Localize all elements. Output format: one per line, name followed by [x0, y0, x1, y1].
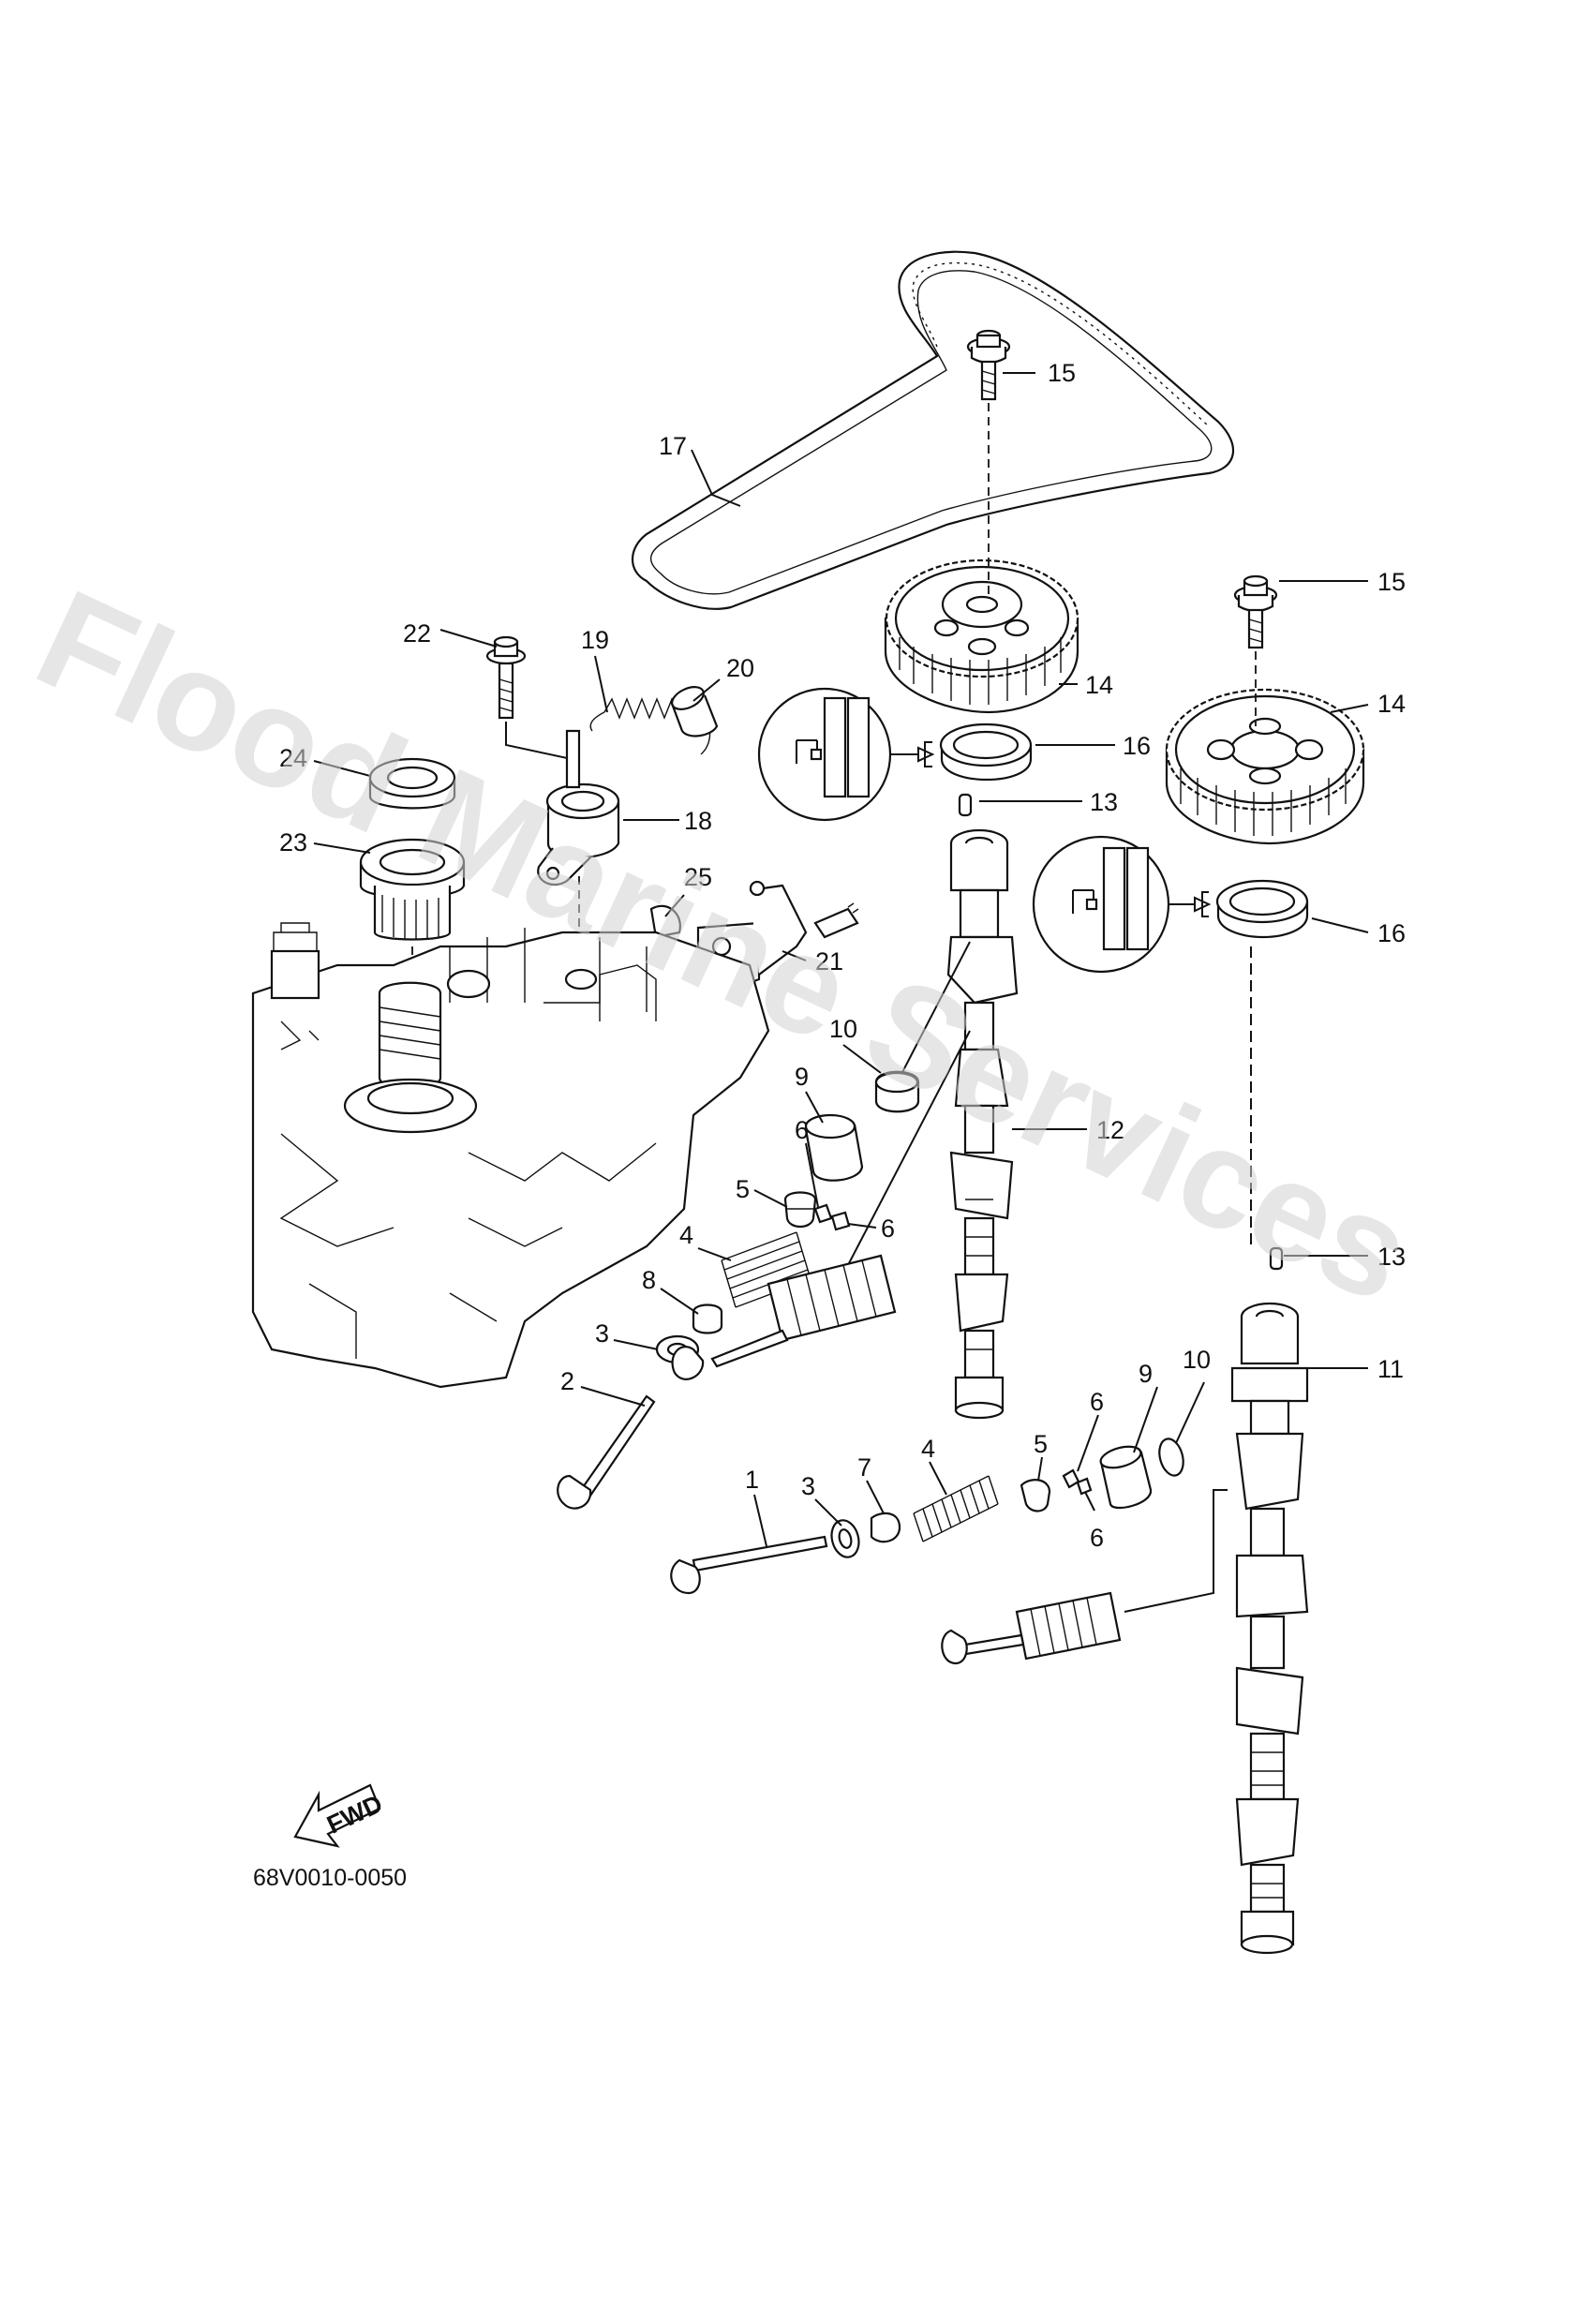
callout-10-left: 10 — [829, 1015, 857, 1043]
callout-numbers: 17 15 15 14 14 16 16 13 13 12 11 22 19 2… — [279, 359, 1406, 1552]
valve-lifter-9-right — [1099, 1445, 1153, 1509]
callout-3-right: 3 — [801, 1472, 815, 1500]
callout-18: 18 — [684, 807, 712, 835]
callout-leaders — [313, 372, 1369, 1547]
callout-10-right: 10 — [1183, 1346, 1211, 1374]
oil-seal-16-upper — [939, 723, 1033, 782]
callout-7: 7 — [857, 1453, 871, 1482]
oil-seal-16-lower — [1215, 879, 1309, 939]
callout-4-right: 4 — [921, 1435, 935, 1463]
valve-lifter-9-left — [804, 1113, 864, 1182]
watermark: Flood Marine Services — [15, 559, 1434, 1333]
callout-24: 24 — [279, 744, 307, 772]
callout-14-upper: 14 — [1085, 671, 1113, 699]
callout-23: 23 — [279, 828, 307, 857]
dowel-pin-13-upper — [958, 793, 973, 817]
callout-8: 8 — [642, 1266, 656, 1294]
callout-1: 1 — [745, 1466, 759, 1494]
woodruff-key-25 — [649, 904, 681, 939]
callout-2: 2 — [560, 1367, 574, 1395]
callout-16-upper: 16 — [1123, 732, 1151, 760]
spring-retainer-5-right — [1020, 1479, 1051, 1512]
cam-pulley-14-lower — [1165, 688, 1365, 845]
callout-6-left-a: 6 — [795, 1116, 809, 1144]
detail-circle-upper — [757, 687, 935, 822]
valve-keeper-6-left — [813, 1203, 851, 1231]
spring-retainer-5-left — [783, 1191, 817, 1229]
collar-20 — [669, 686, 719, 737]
callout-5-left: 5 — [736, 1175, 750, 1203]
cam-pulley-14-upper — [884, 559, 1079, 714]
detail-circle-lower — [1032, 835, 1212, 974]
fwd-arrow-icon: FWD — [293, 1783, 387, 1848]
bolt-22 — [485, 635, 527, 720]
drive-pulley-23 — [359, 838, 466, 941]
bolt-15-upper — [966, 329, 1011, 401]
nut-24 — [368, 757, 456, 810]
exhaust-valve-2 — [557, 1394, 656, 1510]
valve-spring-4-right — [913, 1475, 999, 1542]
valve-lifter-10-left — [874, 1070, 920, 1113]
callout-20: 20 — [726, 654, 754, 682]
callout-6-right-a: 6 — [1090, 1388, 1104, 1416]
intake-valve-1 — [670, 1535, 828, 1595]
spring-seat-3-right — [830, 1519, 860, 1558]
cylinder-head — [251, 922, 770, 1389]
callout-17: 17 — [659, 432, 687, 460]
diagram-code: 68V0010-0050 — [253, 1865, 407, 1891]
camshaft-12 — [946, 828, 1019, 1420]
callout-15-lower: 15 — [1377, 568, 1406, 596]
callout-6-right-b: 6 — [1090, 1524, 1104, 1552]
callout-25: 25 — [684, 863, 712, 891]
tensioner-18 — [537, 729, 620, 886]
callout-21: 21 — [815, 947, 843, 976]
callout-19: 19 — [581, 626, 609, 654]
valve-seal-8 — [692, 1304, 723, 1334]
callout-15-upper: 15 — [1048, 359, 1076, 387]
valve-keeper-6-right — [1062, 1468, 1093, 1496]
bolt-15-lower — [1233, 574, 1278, 649]
valve-lifter-10-right — [1158, 1438, 1184, 1477]
valve-spring-4-left — [721, 1231, 811, 1308]
callout-9-right: 9 — [1139, 1360, 1153, 1388]
assembled-valve-right — [941, 1591, 1122, 1665]
callout-14-lower: 14 — [1377, 690, 1406, 718]
callout-22: 22 — [403, 619, 431, 648]
callout-16-lower: 16 — [1377, 919, 1406, 947]
camshaft-11 — [1230, 1302, 1309, 1955]
assembled-valve-left — [671, 1254, 897, 1380]
timing-belt-17 — [632, 250, 1235, 610]
dowel-pin-13-lower — [1269, 1246, 1284, 1271]
callout-5-right: 5 — [1034, 1430, 1048, 1458]
callout-13-upper: 13 — [1090, 788, 1118, 816]
callout-11: 11 — [1377, 1355, 1404, 1383]
callout-6-left-b: 6 — [881, 1214, 895, 1243]
valve-seal-7 — [870, 1512, 901, 1543]
callout-4-left: 4 — [679, 1221, 693, 1249]
callout-9-left: 9 — [795, 1063, 809, 1091]
callout-13-lower: 13 — [1377, 1243, 1406, 1271]
callout-3-left: 3 — [595, 1319, 609, 1348]
callout-12: 12 — [1096, 1116, 1124, 1144]
leader-cam12-to-valve — [899, 941, 971, 1079]
leader-cam11-to-valve — [1124, 1489, 1228, 1613]
